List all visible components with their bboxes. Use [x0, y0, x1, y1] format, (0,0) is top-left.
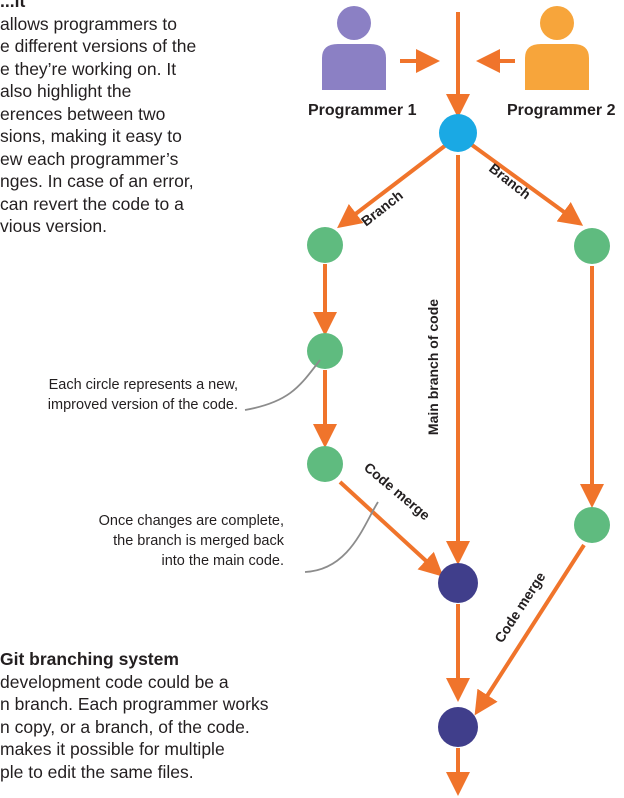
code-merge-right-label: Code merge [491, 569, 549, 646]
git-line: ple to edit the same files. [0, 761, 194, 782]
note-line: Once changes are complete, [98, 513, 284, 529]
note-line: Each circle represents a new, [48, 377, 238, 393]
branch-left-arrow [337, 143, 448, 229]
version-node [307, 227, 343, 263]
intro-line: nges. In case of an error, [0, 171, 194, 191]
intro-heading: ...it [0, 0, 26, 11]
programmer-2-icon [525, 6, 589, 90]
main-branch-label: Main branch of code [425, 299, 441, 435]
git-line: development code could be a [0, 671, 229, 692]
git-heading: Git branching system [0, 649, 179, 669]
intro-line: erences between two [0, 103, 166, 124]
intro-line: ew each programmer’s [0, 148, 179, 169]
version-node [307, 446, 343, 482]
merge-node [438, 707, 478, 747]
programmer-1-icon [322, 6, 386, 90]
branch-right-label: Branch [486, 160, 534, 202]
version-node [307, 333, 343, 369]
intro-line: vious version. [0, 216, 107, 236]
version-node [574, 228, 610, 264]
code-merge-left-arrow [338, 480, 444, 577]
git-branching-text: Git branching system development code co… [0, 648, 268, 783]
merge-note: Once changes are complete, the branch is… [99, 511, 284, 571]
intro-line: e they’re working on. It [0, 58, 177, 79]
programmer-1-label: Programmer 1 [308, 102, 417, 119]
merge-callout-line [304, 501, 379, 573]
merge-node [438, 563, 478, 603]
circle-callout-line [244, 359, 321, 411]
git-line: n branch. Each programmer works [0, 694, 269, 714]
start-node [439, 114, 477, 152]
programmer-2-label: Programmer 2 [507, 102, 616, 119]
intro-line: can revert the code to a [0, 193, 184, 214]
note-line: improved version of the code. [47, 397, 238, 413]
intro-line: e different versions of the [0, 36, 197, 56]
code-merge-right-arrow [474, 543, 586, 716]
intro-line: allows programmers to [0, 13, 177, 34]
intro-line: also highlight the [0, 81, 132, 101]
version-node [574, 507, 610, 543]
branch-right-arrow [470, 143, 584, 226]
note-line: into the main code. [161, 553, 284, 569]
circle-note: Each circle represents a new, improved v… [48, 375, 238, 415]
git-line: makes it possible for multiple [0, 739, 225, 759]
intro-line: sions, making it easy to [0, 126, 182, 146]
intro-text: ...it allows programmers to e different … [0, 0, 196, 238]
git-line: n copy, or a branch, of the code. [0, 716, 250, 737]
note-line: the branch is merged back [113, 533, 284, 549]
